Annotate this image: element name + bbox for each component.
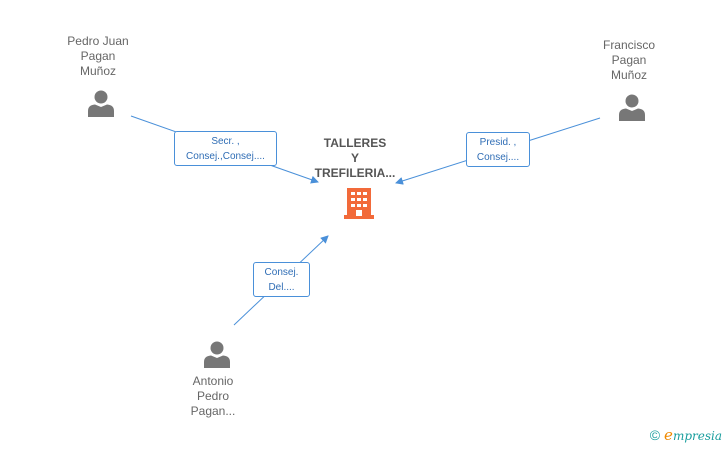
person-label-francisco[interactable]: Francisco Pagan Muñoz [602,38,655,82]
person-icon[interactable] [202,339,232,369]
relation-label-p1[interactable]: Secr. , Consej.,Consej.... [174,131,277,166]
building-icon[interactable] [343,186,375,220]
relation-label-p2[interactable]: Presid. , Consej.... [466,132,530,167]
brand-logo: empresia [664,426,722,444]
person-icon[interactable] [617,92,647,122]
company-label[interactable]: TALLERES Y TREFILERIA... [314,136,396,180]
brand-footer[interactable]: © empresia [650,426,722,444]
person-label-pedro-juan[interactable]: Pedro Juan Pagan Muñoz [67,34,129,78]
relation-label-p3[interactable]: Consej. Del.... [253,262,310,297]
copyright-symbol: © [649,427,661,443]
person-label-antonio[interactable]: Antonio Pedro Pagan... [190,374,236,418]
person-icon[interactable] [86,88,116,118]
